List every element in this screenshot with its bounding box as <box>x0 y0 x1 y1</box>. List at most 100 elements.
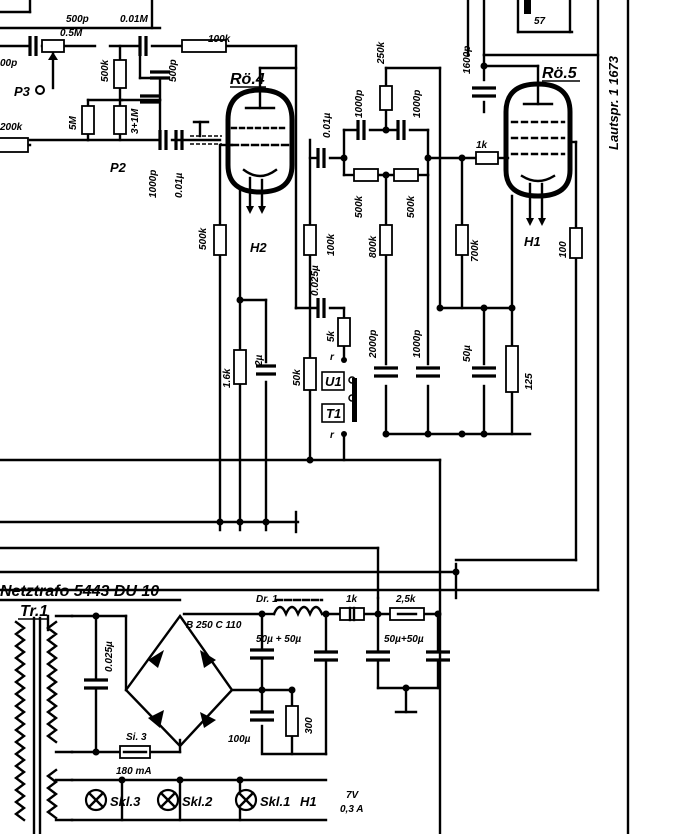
r-5m <box>81 105 95 135</box>
r-100-screen <box>569 227 583 259</box>
label-500k-tone-b: 500k <box>406 195 417 218</box>
label-0025u: 0.025µ <box>310 265 321 296</box>
top-header-wires <box>0 0 630 834</box>
r-700k <box>455 224 469 256</box>
r-800k <box>379 224 393 256</box>
r-500k-tone-b <box>393 168 419 182</box>
r-5k <box>337 317 351 347</box>
label-2000p: 2000p <box>368 330 379 359</box>
label-800k: 800k <box>368 235 379 258</box>
r-100k-anode <box>303 224 317 256</box>
label-lamp-h1: H1 <box>300 794 317 809</box>
label-700k: 700k <box>470 239 481 262</box>
label-100k-anode: 100k <box>326 233 337 256</box>
label-h1: H1 <box>524 234 541 249</box>
speaker-label: Lautspr. 1 1673 <box>606 55 621 150</box>
label-001u-st4: 0.01µ <box>322 113 333 138</box>
label-50k: 50k <box>292 369 303 386</box>
label-50u-cathode: 50µ <box>462 345 473 362</box>
r-1k-psu <box>339 607 365 621</box>
r-1-6k <box>233 349 247 385</box>
label-1k-grid5: 1k <box>476 140 488 151</box>
label-skl2: Skl.2 <box>182 794 213 809</box>
r-125-cathode <box>505 345 519 393</box>
label-tr1: Tr.1 <box>20 603 48 620</box>
label-1000p-tone-c: 1000p <box>412 330 423 358</box>
label-250k: 250k <box>376 41 387 65</box>
top-relay-coil <box>524 0 531 14</box>
label-skl3: Skl.3 <box>110 794 141 809</box>
r-50k <box>303 357 317 391</box>
label-switch-r-bot: r <box>330 430 335 441</box>
label-u1: U1 <box>325 374 342 389</box>
r-500k-pre <box>113 59 127 89</box>
r-1k-grid5 <box>475 151 499 165</box>
label-500k-tone-a: 500k <box>354 195 365 218</box>
label-7v: 7V <box>346 790 360 801</box>
label-500k-grid: 500k <box>198 227 209 250</box>
tube-ro4 <box>220 66 298 214</box>
label-00p: 00p <box>0 58 17 69</box>
label-100k-top: 100k <box>208 34 231 45</box>
psu-title: Netztrafo 5443 DU 10 <box>0 583 159 600</box>
pot-05m <box>41 39 65 53</box>
label-1k-psu: 1k <box>346 594 358 605</box>
r-500k-grid <box>213 224 227 256</box>
label-t1: T1 <box>326 406 341 421</box>
label-31m: 3+1M <box>130 108 141 134</box>
label-1600p: 1600p <box>462 46 473 74</box>
label-50-50-a: 50µ + 50µ <box>256 634 301 645</box>
dial-lamps <box>84 788 258 812</box>
label-300: 300 <box>304 717 315 734</box>
label-125: 125 <box>524 373 535 390</box>
label-2-5k-psu: 2,5k <box>395 594 416 605</box>
r-200k <box>0 137 29 153</box>
label-5k: 5k <box>326 330 337 342</box>
label-choke: Dr. 1 <box>256 594 278 605</box>
r-500k-tone-a <box>353 168 379 182</box>
label-p3: P3 <box>14 84 31 99</box>
choke-dr1 <box>272 605 324 618</box>
label-03a: 0,3 A <box>340 804 364 815</box>
label-001u-pre: 0.01µ <box>174 173 185 198</box>
preamp-components <box>0 36 227 153</box>
label-switch-r-top: r <box>330 352 335 363</box>
r-250k <box>379 85 393 111</box>
r-100k-top <box>181 39 227 53</box>
transformer-tr1 <box>14 614 74 834</box>
switch-u1-t1 <box>321 357 357 462</box>
label-1000p-pre: 1000p <box>148 170 159 198</box>
label-5m: 5M <box>68 115 79 130</box>
label-rectifier: B 250 C 110 <box>186 620 242 631</box>
label-1000p-tone-b: 1000p <box>412 90 423 118</box>
label-500k-pre: 500k <box>100 59 111 82</box>
label-500p-pre: 500p <box>168 59 179 82</box>
psu-wires <box>0 546 600 822</box>
label-1000p-tone-a: 1000p <box>354 90 365 118</box>
label-200k: 200k <box>0 122 23 133</box>
tube-ro5 <box>482 53 578 562</box>
label-h2: H2 <box>250 240 267 255</box>
label-ro5: Rö.5 <box>542 65 578 82</box>
label-0025u-psu: 0.025µ <box>104 641 115 672</box>
label-1-6k: 1.6k <box>222 368 233 388</box>
label-si3: Si. 3 <box>126 732 147 743</box>
tone-wires <box>294 66 532 436</box>
label-57: 57 <box>534 16 546 27</box>
label-p2: P2 <box>110 160 127 175</box>
label-2u: 2µ <box>254 354 265 367</box>
label-100u: 100µ <box>228 734 251 745</box>
label-skl1: Skl.1 <box>260 794 290 809</box>
label-500p: 500p <box>66 14 89 25</box>
label-001m: 0.01M <box>120 14 148 25</box>
bridge-rectifier <box>124 613 234 748</box>
label-180ma: 180 mA <box>116 766 152 777</box>
label-ro4: Rö.4 <box>230 71 265 88</box>
label-05m: 0.5M <box>60 28 83 39</box>
label-50-50-b: 50µ+50µ <box>384 634 424 645</box>
label-100-screen: 100 <box>558 241 569 258</box>
r-300 <box>285 705 299 737</box>
r-31m <box>113 105 127 135</box>
